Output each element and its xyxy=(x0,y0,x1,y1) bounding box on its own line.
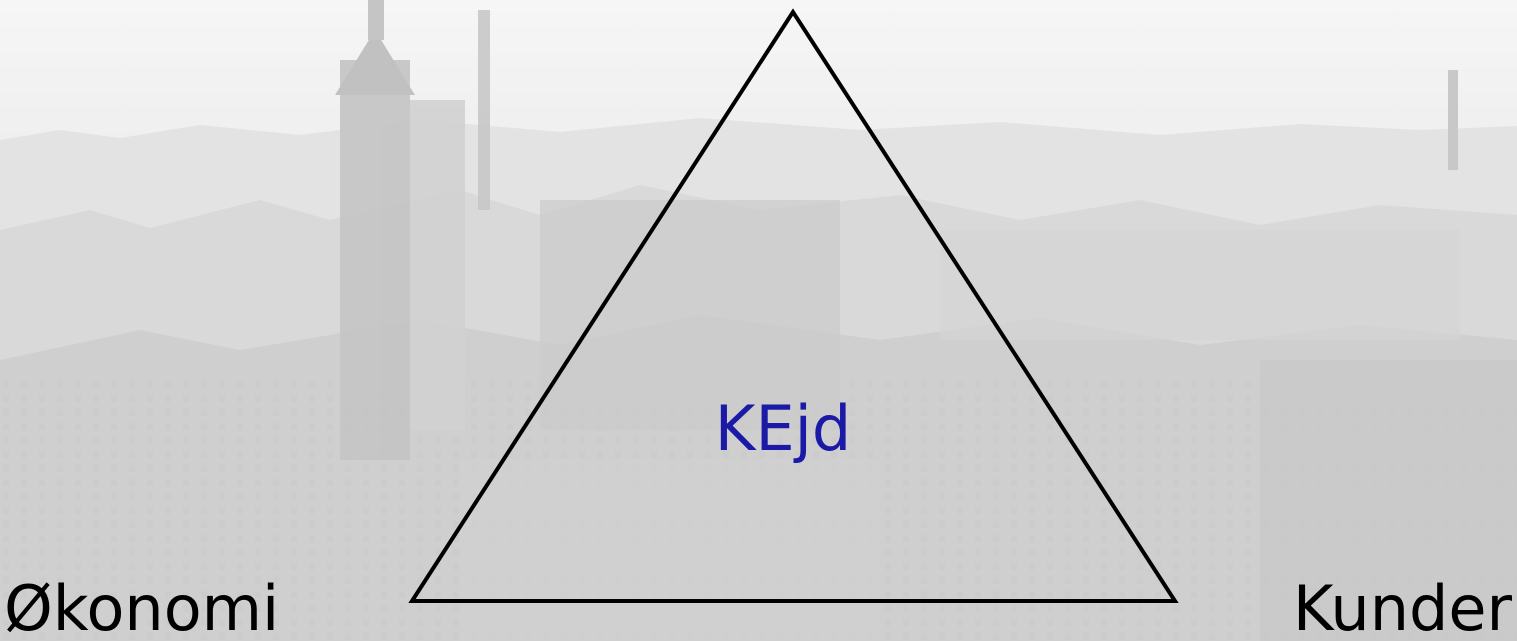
left-corner-label: Økonomi xyxy=(4,572,279,641)
right-corner-label: Kunder xyxy=(1293,572,1513,641)
triangle-shape xyxy=(412,12,1175,601)
center-label: KEjd xyxy=(715,392,851,465)
